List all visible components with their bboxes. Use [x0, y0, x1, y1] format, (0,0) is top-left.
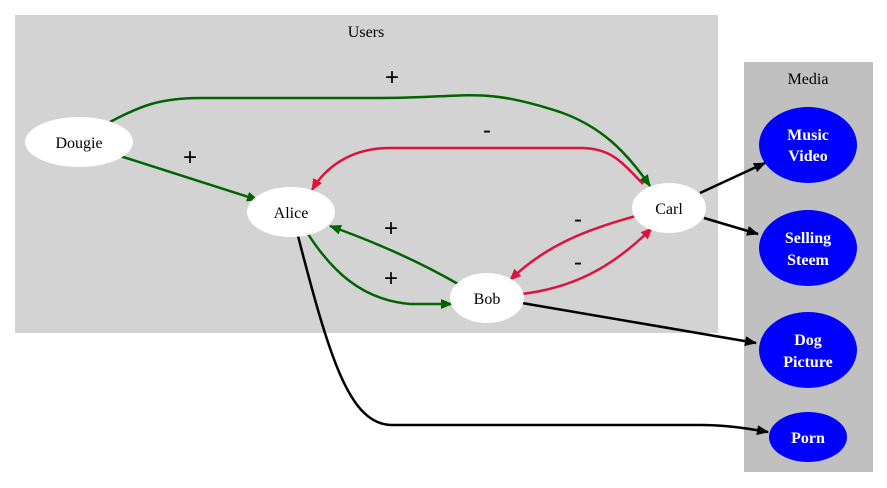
node-carl-label: Carl: [655, 201, 683, 218]
node-alice[interactable]: Alice: [247, 187, 335, 237]
users-cluster-label: Users: [348, 24, 384, 41]
edge-bob-alice: [329, 224, 459, 286]
node-dog-picture-label-1: Dog: [794, 332, 822, 349]
edge-alice-bob: [306, 233, 453, 309]
edge-label-carl-alice: -: [483, 117, 491, 144]
node-selling-steem-label-2: Steem: [787, 252, 829, 269]
node-alice-label: Alice: [274, 205, 309, 222]
node-porn[interactable]: Porn: [769, 412, 847, 462]
edge-dougie-alice: [119, 154, 259, 202]
node-carl[interactable]: Carl: [632, 183, 706, 233]
edge-carl-sellingsteem: [703, 216, 759, 236]
edge-carl-bob: [509, 214, 637, 281]
node-dog-picture[interactable]: Dog Picture: [759, 312, 857, 388]
node-selling-steem[interactable]: Selling Steem: [759, 210, 857, 286]
edge-label-dougie-alice: +: [183, 144, 197, 171]
node-bob-label: Bob: [474, 291, 501, 308]
node-dog-picture-label-2: Picture: [783, 354, 832, 371]
edge-label-alice-bob: +: [384, 265, 398, 292]
edge-label-bob-carl: -: [574, 249, 582, 276]
node-bob[interactable]: Bob: [450, 273, 524, 323]
node-music-video-label-2: Video: [788, 148, 827, 165]
node-music-video[interactable]: Music Video: [759, 107, 857, 183]
node-dougie[interactable]: Dougie: [25, 117, 133, 167]
node-selling-steem-label-1: Selling: [785, 230, 831, 247]
node-music-video-label-1: Music: [787, 127, 829, 144]
users-cluster: [15, 15, 718, 333]
edge-bob-carl: [521, 227, 653, 296]
edge-label-bob-alice: +: [384, 215, 398, 242]
node-porn-label: Porn: [791, 430, 825, 447]
edge-label-carl-bob: -: [574, 206, 582, 233]
edge-bob-dogpicture: [521, 301, 757, 347]
edges: [109, 94, 769, 436]
edge-carl-musicvideo: [699, 161, 766, 195]
edge-carl-alice: [310, 146, 644, 191]
edge-labels: + + - + + - -: [183, 64, 582, 292]
edge-dougie-carl: [109, 94, 652, 187]
media-cluster-label: Media: [788, 71, 829, 88]
node-dougie-label: Dougie: [55, 135, 102, 152]
edge-alice-porn: [296, 235, 769, 436]
edge-label-dougie-carl: +: [385, 64, 399, 91]
